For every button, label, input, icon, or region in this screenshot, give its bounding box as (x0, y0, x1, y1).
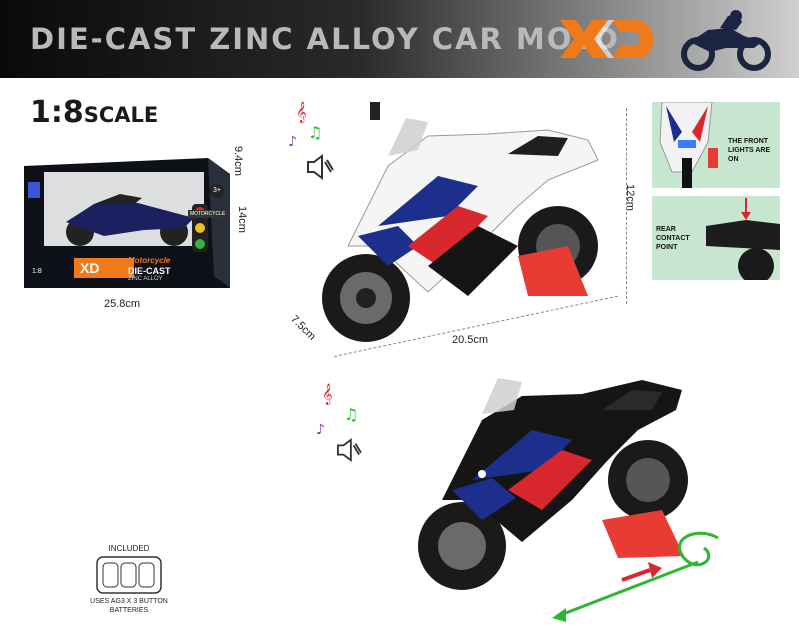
package-line1: Motorcycle (128, 256, 171, 265)
model-length-label: 20.5cm (452, 334, 489, 346)
battery-usage-line2: BATTERIES (109, 607, 149, 614)
music-notes-icon: 𝄞 ♪ ♫ (288, 102, 322, 150)
rear-contact-image (706, 198, 780, 280)
rear-contact-panel: REAR CONTACT POINT (652, 196, 780, 280)
front-lights-image (659, 102, 718, 188)
scale-label: 1:8SCALE (30, 95, 158, 130)
red-arrow-icon (621, 562, 662, 582)
package-scale-small: 1:8 (32, 268, 42, 275)
second-motorcycle-image (418, 378, 688, 590)
package-emblem: MOTORCYCLE (188, 210, 228, 218)
box-height-label: 14cm (236, 206, 248, 233)
battery-icon (96, 556, 162, 594)
scale-number: 1:8 (30, 95, 84, 130)
model-height-label: 12cm (624, 184, 636, 211)
front-lights-text: THE FRONT LIGHTS ARE ON (728, 138, 771, 163)
top-banner: DIE-CAST ZINC ALLOY CAR MOLD (0, 0, 799, 78)
front-lights-panel: THE FRONT LIGHTS ARE ON (652, 102, 780, 188)
package-line2: DIE-CAST (128, 266, 171, 276)
green-motion-arrow-icon (552, 531, 719, 622)
main-motorcycle-image (322, 102, 599, 342)
speaker-icon-2 (337, 438, 362, 462)
motorcycle-rider-icon (681, 10, 771, 71)
package-badge: 3+ (210, 184, 224, 198)
svg-text:♫: ♫ (344, 405, 358, 424)
package-line3: ZINC ALLOY (128, 276, 163, 282)
svg-text:♫: ♫ (308, 123, 322, 142)
model-width-label: 7.5cm (288, 313, 318, 343)
svg-text:♪: ♪ (288, 134, 297, 150)
box-width-label: 25.8cm (104, 298, 141, 310)
height-guide-line (626, 108, 627, 304)
battery-included-label: INCLUDED (108, 544, 150, 553)
music-notes-icon-2: 𝄞 ♪ ♫ (316, 384, 358, 438)
battery-usage-line1: USES AG3 X 3 BUTTON (90, 598, 168, 605)
scale-word: SCALE (83, 103, 159, 127)
xd-logo-icon (560, 20, 654, 58)
package-box-image (24, 158, 230, 288)
rear-contact-text: REAR CONTACT POINT (656, 226, 690, 251)
speaker-icon (307, 154, 334, 180)
svg-text:𝄞: 𝄞 (322, 384, 333, 405)
box-depth-label: 9.4cm (232, 146, 244, 176)
svg-text:𝄞: 𝄞 (296, 102, 307, 123)
package-xd-text: XD (80, 260, 100, 276)
svg-text:♪: ♪ (316, 422, 325, 438)
battery-info: INCLUDED USES AG3 X 3 BUTTON BATTERIES (88, 540, 170, 632)
banner-title: DIE-CAST ZINC ALLOY CAR MOLD (30, 22, 620, 56)
